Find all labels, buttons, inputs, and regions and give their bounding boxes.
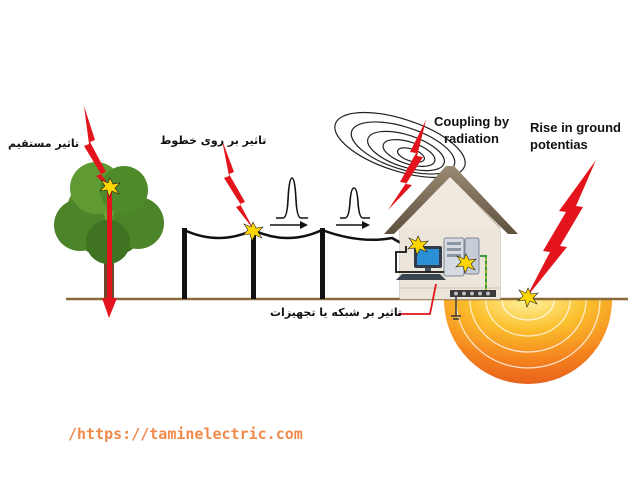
coupling-label-line1: Coupling by (434, 114, 510, 129)
lightning-bolt-icon (526, 160, 596, 298)
spark-icon (455, 253, 477, 274)
coupling-label-line2: radiation (444, 131, 499, 146)
ground-potential-rings (444, 299, 612, 384)
website-url[interactable]: /https://taminelectric.com (68, 425, 303, 443)
spark-icon (407, 235, 429, 256)
coupling-radiation-label: Coupling by radiation (434, 113, 509, 147)
service-wire (395, 246, 444, 273)
lightning-bolt-icon (388, 120, 426, 210)
earth-wire (480, 255, 487, 292)
line-strike-label: تاثیر بر روی خطوط (160, 134, 267, 147)
ground-potential-label: Rise in ground potentias (530, 119, 621, 153)
spark-icon (242, 221, 264, 242)
lightning-bolt-icon (84, 106, 117, 318)
network-effect-label: تاثیر بر شبکه یا تجهیزات (270, 306, 403, 319)
earthing-bar (450, 290, 496, 320)
monitor-icon (396, 246, 446, 280)
ground-label-line2: potentias (530, 137, 588, 152)
surge-pulse-icon (270, 177, 308, 229)
lightning-bolt-icon (222, 140, 254, 230)
radiation-waves-icon (334, 111, 466, 179)
network-callout-line (398, 283, 437, 315)
spark-icon (99, 177, 121, 198)
computer-icon (443, 237, 480, 277)
power-line (182, 228, 407, 299)
surge-pulse-icon (336, 187, 370, 229)
direct-strike-label: تاثیر مستقیم (8, 137, 80, 150)
spark-icon (517, 287, 539, 308)
ground-label-line1: Rise in ground (530, 120, 621, 135)
